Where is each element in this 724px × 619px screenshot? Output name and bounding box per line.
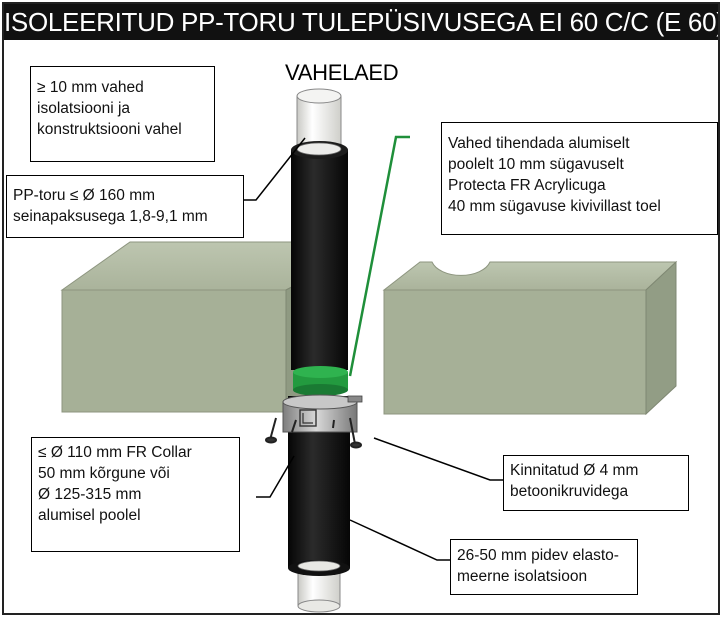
callout-line: ≥ 10 mm vahed [37,79,144,96]
callout-elastomeric-insulation: 26-50 mm pidev elasto- meerne isolatsioo… [450,539,638,595]
diagram-subtitle: VAHELAED [285,60,399,85]
callout-line: Vahed tihendada alumiselt [448,135,630,152]
callout-line: isolatsiooni ja [37,100,131,117]
fr-collar [282,394,363,433]
callout-line: PP-toru ≤ Ø 160 mm [13,187,156,204]
callout-line: konstruktsiooni vahel [37,121,182,138]
callout-line: 50 mm kõrgune või [38,465,170,482]
callout-sealant: Vahed tihendada alumiselt poolelt 10 mm … [441,122,718,235]
callout-concrete-screws: Kinnitatud Ø 4 mm betoonikruvidega [503,455,689,511]
right-concrete-slab [382,260,678,416]
callout-line: Ø 125-315 mm [38,486,142,503]
callout-line: 26-50 mm pidev elasto- [457,547,619,564]
sealant-ring [293,366,348,396]
callout-insulation-gap: ≥ 10 mm vahed isolatsiooni ja konstrukts… [30,66,215,162]
callout-line: alumisel poolel [38,507,141,524]
callout-line: 40 mm sügavuse kivivillast toel [448,198,661,215]
callout-pp-pipe: PP-toru ≤ Ø 160 mm seinapaksusega 1,8-9,… [6,175,244,238]
callout-line: Kinnitatud Ø 4 mm [510,462,639,479]
callout-fr-collar: ≤ Ø 110 mm FR Collar 50 mm kõrgune või Ø… [31,437,240,552]
leader-lines [244,135,503,561]
concrete-screw-icon [265,417,362,449]
callout-line: poolelt 10 mm sügavuselt [448,156,624,173]
callout-line: seinapaksusega 1,8-9,1 mm [13,208,208,225]
callout-line: meerne isolatsioon [457,568,588,585]
callout-line: betoonikruvidega [510,483,629,500]
page-title: ISOLEERITUD PP-TORU TULEPÜSIVUSEGA EI 60… [4,4,718,40]
callout-line: Protecta FR Acrylicuga [448,177,606,194]
callout-line: ≤ Ø 110 mm FR Collar [38,444,192,461]
upper-insulation [291,141,348,370]
